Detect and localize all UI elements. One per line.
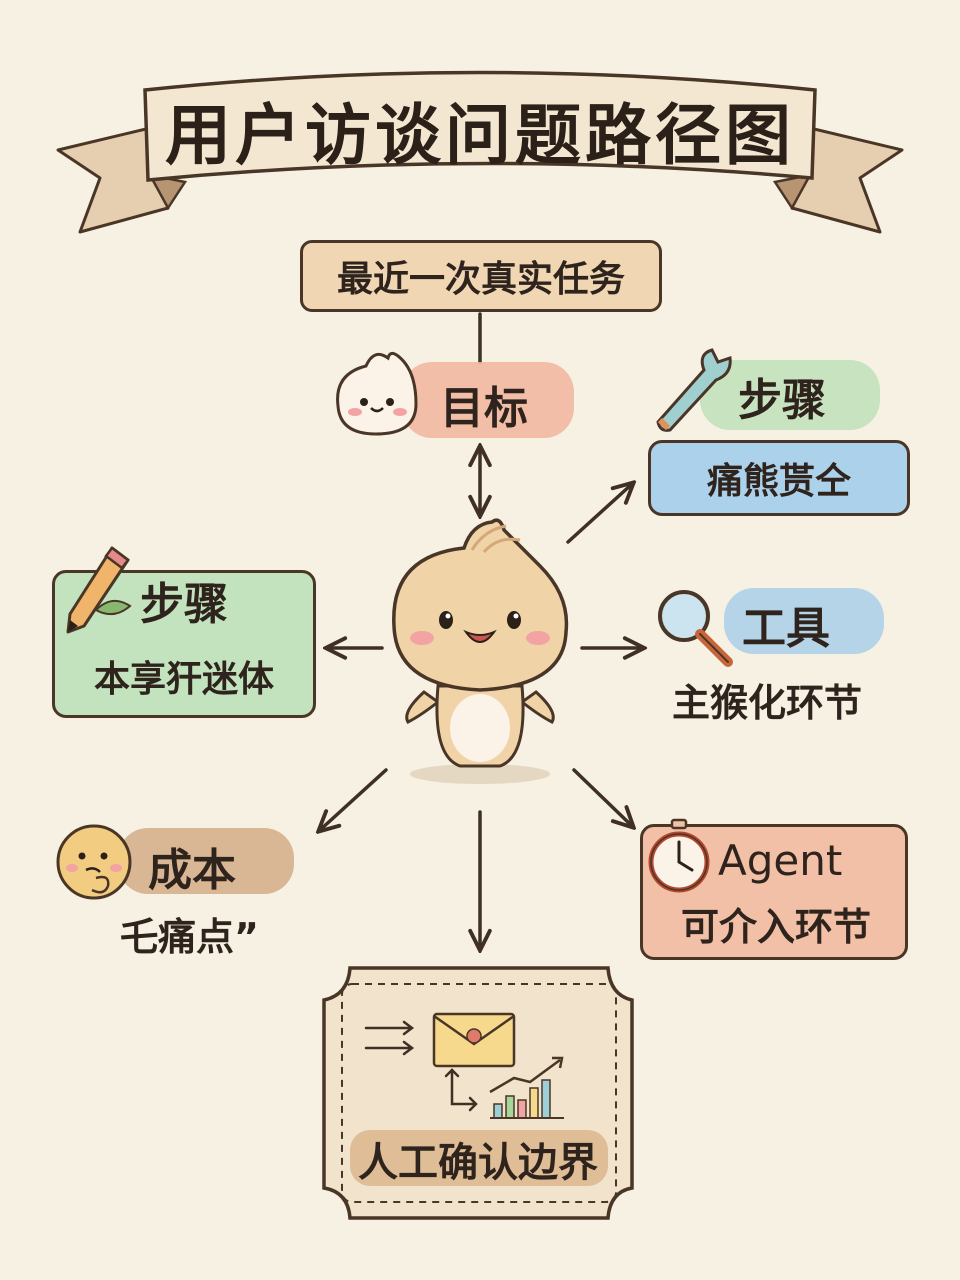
page-title: 用户访谈问题路径图	[165, 96, 795, 174]
magnifier-icon	[658, 590, 733, 667]
thinking-face-icon	[56, 824, 132, 900]
boundary-label: 人工确认边界	[358, 1140, 598, 1186]
cost-sub: 乇痛点”	[120, 915, 259, 959]
tools-label: 工具	[742, 603, 830, 654]
agent-label: Agent	[718, 836, 843, 885]
top-node: 最近一次真实任务	[300, 240, 662, 312]
connectors	[320, 312, 642, 948]
dumpling-icon	[336, 351, 418, 436]
pencil-icon	[66, 546, 132, 634]
workflow-illustration	[364, 1012, 564, 1119]
mascot-character	[392, 518, 569, 784]
tools-sub: 主猴化环节	[672, 681, 863, 725]
steps-right-box: 痛熊贳仝	[648, 440, 910, 516]
goal-highlight	[402, 362, 574, 438]
stopwatch-icon	[648, 818, 710, 893]
steps-right-highlight	[700, 360, 880, 430]
title-banner	[56, 70, 904, 234]
goal-label: 目标	[440, 383, 528, 434]
steps-left-sub: 本享犴迷体	[93, 659, 274, 700]
bar-chart-icon	[489, 1056, 564, 1119]
agent-sub: 可介入环节	[680, 905, 871, 949]
envelope-icon	[432, 1012, 516, 1068]
steps-left-label: 步骤	[140, 579, 228, 630]
cost-highlight	[118, 828, 294, 894]
cost-label: 成本	[148, 845, 236, 896]
steps-right-label: 步骤	[738, 375, 826, 426]
tools-highlight	[724, 588, 884, 654]
wrench-icon	[656, 348, 732, 432]
steps-right-sub: 痛熊贳仝	[706, 461, 851, 502]
boundary-highlight	[350, 1130, 608, 1186]
